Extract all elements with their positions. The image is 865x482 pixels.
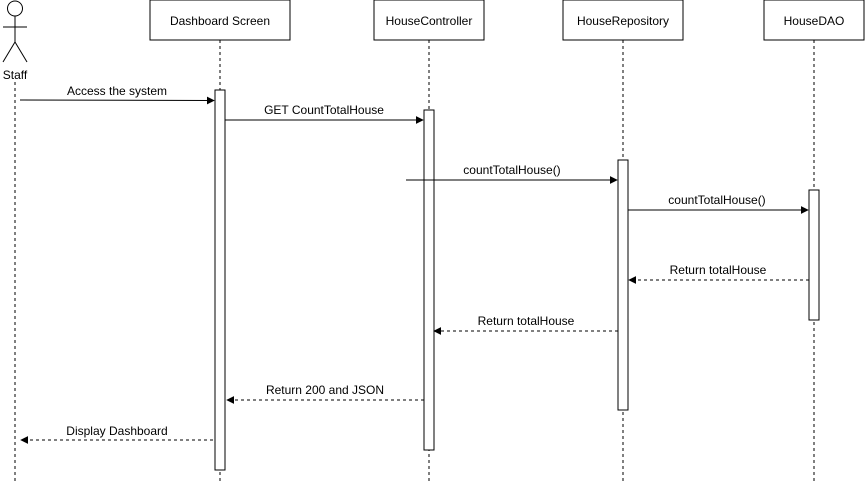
- activation-dashboard-screen: [214, 89, 226, 471]
- message-return-total-house-repository: Return totalHouse: [433, 314, 618, 335]
- activation-house-dao: [808, 189, 820, 321]
- message-get-count-total-house: GET CountTotalHouse: [225, 103, 424, 124]
- svg-text:Display Dashboard: Display Dashboard: [66, 424, 167, 438]
- actor-staff-label: Staff: [3, 68, 28, 82]
- participant-house-controller: HouseController: [373, 0, 485, 41]
- svg-text:Dashboard Screen: Dashboard Screen: [170, 14, 270, 28]
- message-return-200-and-json: Return 200 and JSON: [226, 383, 424, 404]
- participant-house-dao: HouseDAO: [763, 0, 865, 41]
- svg-text:Return 200 and JSON: Return 200 and JSON: [266, 383, 384, 397]
- participant-house-repository: HouseRepository: [562, 0, 684, 41]
- svg-text:GET CountTotalHouse: GET CountTotalHouse: [264, 103, 384, 117]
- message-return-total-house-dao: Return totalHouse: [628, 263, 809, 284]
- message-display-dashboard: Display Dashboard: [20, 424, 213, 444]
- actor-staff-icon: [2, 0, 28, 63]
- participant-dashboard-screen: Dashboard Screen: [149, 0, 291, 41]
- svg-text:Return totalHouse: Return totalHouse: [478, 314, 575, 328]
- activation-house-controller: [423, 109, 435, 451]
- svg-text:HouseController: HouseController: [386, 14, 473, 28]
- svg-text:countTotalHouse(): countTotalHouse(): [463, 163, 560, 177]
- message-count-total-house-dao: countTotalHouse(): [628, 193, 809, 214]
- svg-text:HouseDAO: HouseDAO: [784, 14, 845, 28]
- activation-house-repository: [617, 159, 629, 411]
- svg-text:HouseRepository: HouseRepository: [577, 14, 669, 28]
- svg-text:Access the system: Access the system: [67, 84, 167, 98]
- message-count-total-house-repository: countTotalHouse(): [406, 163, 618, 184]
- svg-text:Return totalHouse: Return totalHouse: [670, 263, 767, 277]
- message-access-the-system: Access the system: [19, 84, 215, 105]
- svg-text:countTotalHouse(): countTotalHouse(): [668, 193, 765, 207]
